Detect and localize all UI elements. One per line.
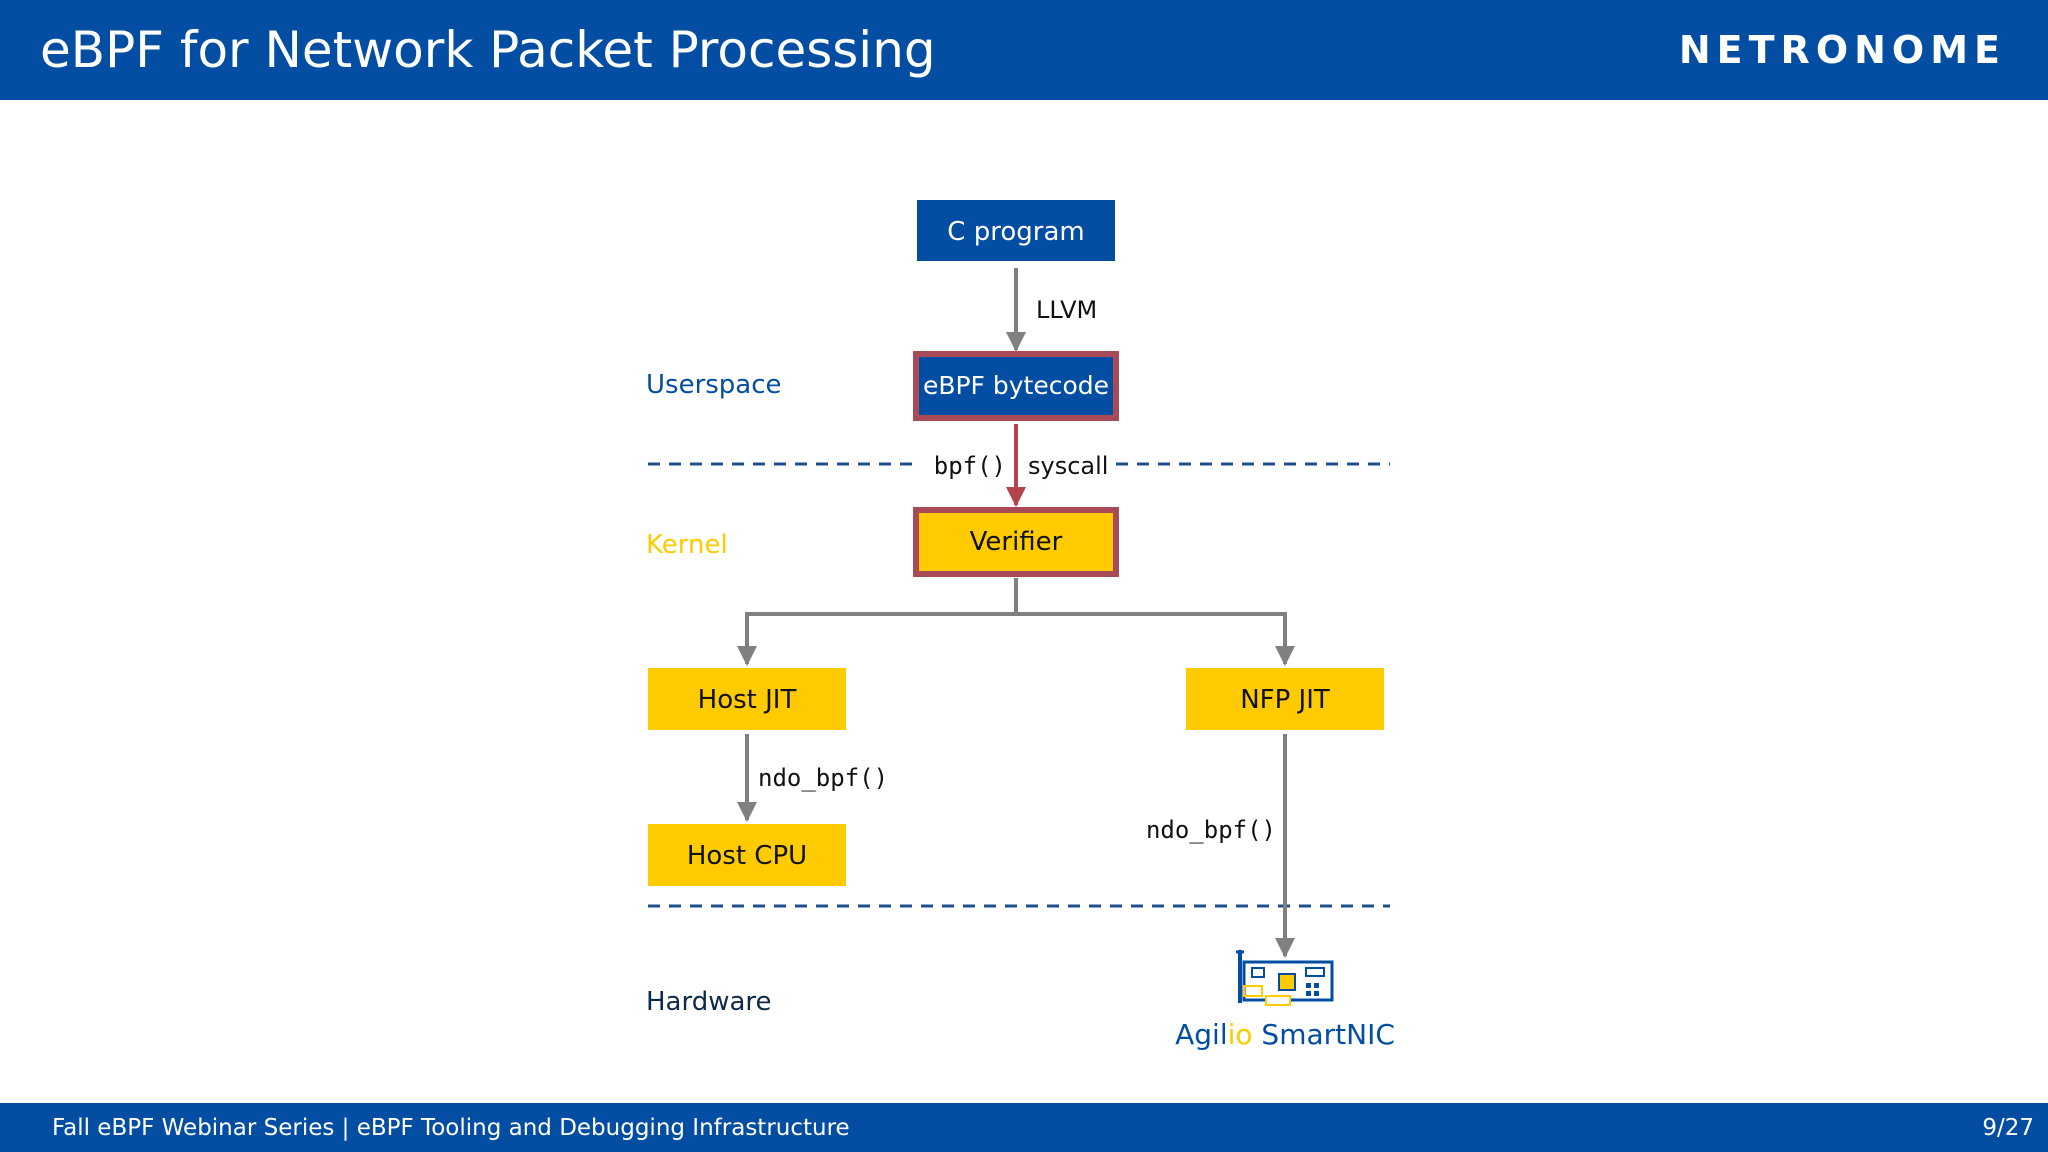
- bpf-call-label: bpf(): [934, 452, 1006, 480]
- layer-label-hardware: Hardware: [646, 987, 772, 1017]
- host-jit-label: Host JIT: [698, 685, 797, 715]
- branch-to-host-jit-arrow: [737, 612, 1016, 666]
- network-card-icon: [1236, 950, 1334, 1006]
- layer-label-userspace: Userspace: [646, 370, 782, 400]
- branch-to-nfp-jit-arrow: [1016, 612, 1295, 666]
- c-program-box: [917, 200, 1115, 261]
- nfp-jit-label: NFP JIT: [1240, 685, 1330, 715]
- nfp-jit-box: [1186, 668, 1384, 730]
- brand-logo: NETRONOME: [1678, 28, 2006, 72]
- title-bar: eBPF for Network Packet Processing NETRO…: [0, 0, 2048, 100]
- host-cpu-box: [648, 824, 846, 886]
- smartnic-label-prefix: Agil: [1175, 1018, 1228, 1051]
- ebpf-bytecode-label: eBPF bytecode: [923, 371, 1109, 400]
- smartnic-label-suffix: SmartNIC: [1253, 1018, 1395, 1051]
- host-ndo-bpf-label: ndo_bpf(): [758, 764, 888, 792]
- slide-title: eBPF for Network Packet Processing: [40, 21, 936, 79]
- footer-text: Fall eBPF Webinar Series | eBPF Tooling …: [52, 1115, 850, 1141]
- host-jit-box: [648, 668, 846, 730]
- smartnic-label: Agilio SmartNIC: [1175, 1018, 1395, 1051]
- footer-bar: Fall eBPF Webinar Series | eBPF Tooling …: [0, 1103, 2048, 1152]
- verifier-box: [913, 507, 1119, 577]
- nfp-ndo-bpf-label: ndo_bpf(): [1146, 816, 1276, 844]
- layer-label-kernel: Kernel: [646, 530, 728, 560]
- ebpf-bytecode-box: [913, 351, 1119, 421]
- page-number: 9/27: [1982, 1115, 2034, 1141]
- smartnic-label-accent: io: [1228, 1018, 1253, 1051]
- llvm-label: LLVM: [1036, 296, 1097, 324]
- c-program-label: C program: [947, 217, 1084, 247]
- host-cpu-label: Host CPU: [687, 841, 807, 871]
- verifier-label: Verifier: [970, 527, 1063, 557]
- syscall-label: syscall: [1028, 452, 1108, 480]
